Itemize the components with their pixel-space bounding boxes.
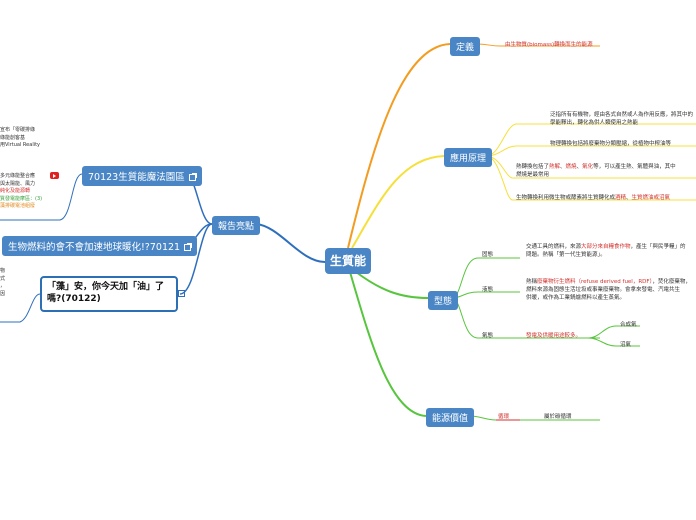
- value-carbon-cycle[interactable]: 屬於碳循環: [544, 414, 572, 420]
- type-gas-text[interactable]: 發電及供暖用途較多。: [526, 333, 582, 339]
- type-solid-text[interactable]: 交通工具的燃料，來源大部分來自糧食作物，產生「與民爭糧」的 問題。熱稱「第一代生…: [526, 244, 686, 258]
- topic-principle[interactable]: 應用原理: [444, 148, 493, 167]
- definition-text[interactable]: 由生物質(biomass)轉換而生的能源: [505, 42, 593, 48]
- report-link-global-warming[interactable]: 生物燃料的會不會加速地球暖化!?70121: [2, 236, 198, 256]
- left-fragment-block-3: 物 式 ， 因: [0, 268, 6, 297]
- type-solid-label[interactable]: 固態: [482, 252, 494, 258]
- topic-energy-value[interactable]: 能源價值: [426, 408, 475, 427]
- topic-definition[interactable]: 定義: [450, 37, 481, 56]
- topic-types[interactable]: 型態: [428, 291, 459, 310]
- left-fragment-block-1: 宣布「零碳排綠 綠能創客基 用Virtual Reality: [0, 127, 41, 148]
- principle-item-3[interactable]: 熱轉換包括了熱解、燃燒、氣化等，可以產生熱、氣體與油，其中 燃燒是最常用: [516, 164, 676, 178]
- topic-report-highlights[interactable]: 報告亮點: [212, 216, 261, 235]
- external-link-icon[interactable]: [188, 173, 197, 181]
- video-play-icon[interactable]: [50, 172, 59, 179]
- report-link-algae-oil[interactable]: 「藻」安，你今天加「油」了嗎?(70122): [40, 276, 178, 312]
- gas-biogas[interactable]: 沼氣: [620, 342, 632, 348]
- type-liquid-label[interactable]: 液態: [482, 287, 494, 293]
- gas-syngas[interactable]: 合成氣: [620, 322, 637, 328]
- principle-item-4[interactable]: 生物轉換利用微生物或酵素將生質轉化成酒精、生質燃油或沼氣: [516, 195, 671, 201]
- report-link-magic-park[interactable]: 70123生質能魔法園區: [82, 166, 202, 186]
- left-fragment-block-2: 多元綠能整合應 與太陽能、風力 純化及能源轉 質發電能摩區：(3) 藻排碳電池組…: [0, 173, 43, 209]
- type-liquid-text[interactable]: 熱稱廢棄物衍生燃料（refuse derived fuel，RDF），焚化廢棄物…: [526, 279, 691, 301]
- external-link-icon[interactable]: [184, 243, 193, 251]
- central-topic[interactable]: 生質能: [325, 248, 371, 274]
- type-gas-label[interactable]: 氣態: [482, 333, 494, 339]
- principle-item-2[interactable]: 物理轉換包括將廢棄物分類壓縮，從植物中榨油等: [550, 141, 672, 147]
- value-cycle[interactable]: 循環: [498, 414, 510, 420]
- external-link-icon[interactable]: [178, 290, 185, 297]
- principle-item-1[interactable]: 泛指所有有機物，經由各式自然或人為作用反應，將其中的 學能釋出，轉化為供人類使用…: [550, 112, 694, 126]
